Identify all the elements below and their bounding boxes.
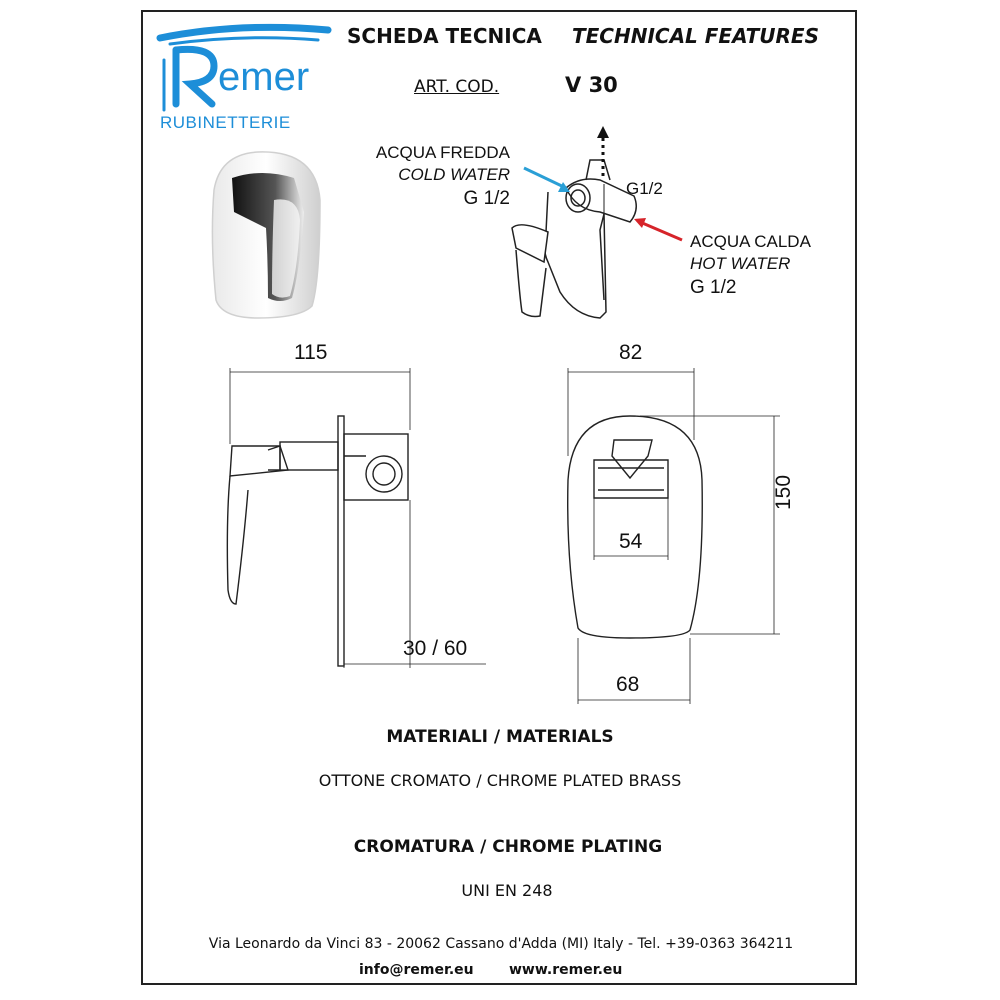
dimension-handle: 54 [619,530,643,553]
materials-title: MATERIALI / MATERIALS [386,727,614,747]
valve-sketch [511,159,637,319]
art-code-value: V 30 [565,73,618,97]
hot-water-arrow [639,220,683,242]
dimension-height: 150 [772,474,795,510]
dimension-width: 82 [619,341,643,364]
dimension-depth: 30 / 60 [403,637,468,660]
materials-value: OTTONE CROMATO / CHROME PLATED BRASS [318,771,682,790]
title-italian: SCHEDA TECNICA [347,24,542,48]
plating-value: UNI EN 248 [461,881,553,900]
remer-logo-mark [156,23,332,112]
outlet-arrow-head [597,126,609,138]
logo-brand-text: emer [218,55,309,99]
plating-title: CROMATURA / CHROME PLATING [353,837,663,857]
product-photo [211,151,321,319]
logo-sub-text: RUBINETTERIE [160,113,291,132]
hot-water-label-it: ACQUA CALDA [690,232,811,251]
cold-water-arrow-head [558,182,570,192]
hot-water-arrow-head [634,218,646,228]
footer-address: Via Leonardo da Vinci 83 - 20062 Cassano… [208,936,794,952]
art-code-label: ART. COD. [414,77,500,97]
page-border [141,10,857,985]
cold-water-arrow [523,166,567,190]
hot-water-label-en: HOT WATER [690,254,791,273]
hot-water-size: G 1/2 [690,277,737,298]
cold-water-label-en: COLD WATER [398,165,510,184]
cold-water-size: G 1/2 [463,188,510,209]
footer-email[interactable]: info@remer.eu [359,962,474,978]
dimension-length: 115 [294,341,328,364]
footer-website[interactable]: www.remer.eu [509,962,623,978]
dimension-base: 68 [616,673,640,696]
outlet-size: G1/2 [626,179,663,198]
front-view-drawing [567,368,780,704]
title-english: TECHNICAL FEATURES [572,24,820,48]
cold-water-label-it: ACQUA FREDDA [375,143,510,162]
side-view-drawing [226,368,486,668]
